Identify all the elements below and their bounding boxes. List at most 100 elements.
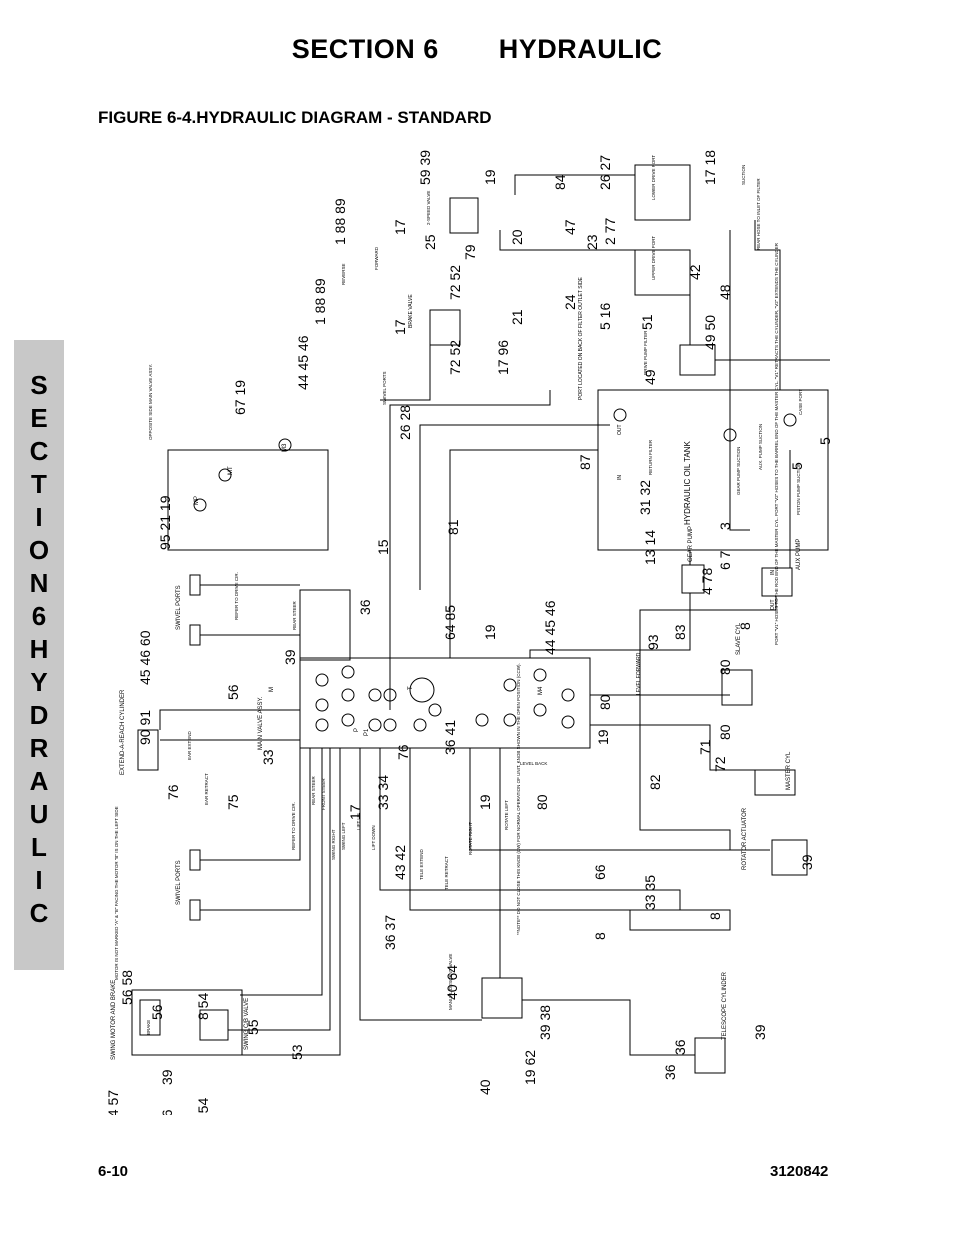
callout-number: 36 37 (382, 915, 398, 950)
callout-number: 39 (159, 1069, 175, 1085)
diagram-label-manual-descent-valve: MANUAL DESCENT VALVE (448, 954, 453, 1010)
callout-number: 26 28 (397, 405, 413, 440)
port-fitting (723, 428, 737, 442)
callout-number: 72 52 (447, 265, 463, 300)
two-speed-valve-body (449, 197, 479, 234)
callout-number: 47 (562, 219, 578, 235)
gear-pump-body (681, 564, 705, 594)
callout-number: 5 (789, 462, 805, 470)
diagram-label-tele-extend: TELE EXTEND (419, 848, 424, 880)
side-tab-letter: T (31, 469, 47, 499)
diagram-label-rear-hose: REAR HOSE TO INLET OF FILTER (756, 178, 761, 250)
diagram-label-m3: M3 (282, 443, 288, 452)
diagram-label-piston-pump-suction: PISTON PUMP SUCTION (796, 463, 801, 515)
side-tab-letter: I (35, 865, 43, 895)
section-subject: HYDRAULIC (498, 34, 663, 64)
callout-number: 19 62 (522, 1050, 538, 1085)
diagram-label-master-note: PORT "V1" HOSES TO THE ROD END OF THE MA… (774, 242, 779, 645)
hydraulic-line (379, 748, 681, 910)
port-fitting (503, 678, 517, 692)
callout-number: 26 27 (597, 155, 613, 190)
port-fitting (561, 688, 575, 702)
side-tab-letter: E (30, 403, 48, 433)
diagram-label-return-filter: RETURN FILTER (648, 439, 653, 475)
diagram-label-two-speed-valve: 2-SPEED VALVE (426, 191, 431, 225)
port-fitting (341, 688, 355, 702)
diagram-label-refer-drive-1: REFER TO DRIVE CIR. (234, 572, 239, 620)
callout-number: 56 58 (119, 970, 135, 1005)
callout-number: 39 (799, 854, 815, 870)
port-fitting (533, 668, 547, 682)
callout-number: 82 (647, 774, 663, 790)
port-fitting (368, 688, 382, 702)
diagram-label-swing-right: SWING RIGHT (331, 829, 336, 860)
hydraulic-line (409, 748, 630, 911)
callout-number: 36 41 (442, 720, 458, 755)
swing-cb-valve-body (199, 1009, 229, 1041)
callout-number: 5 16 (597, 303, 613, 330)
port-fitting (561, 715, 575, 729)
diagram-label-swivel-ports-1: SWIVEL PORTS (176, 585, 182, 630)
callout-number: 17 (347, 804, 363, 820)
callout-number: 17 (392, 219, 408, 235)
swivel-port (189, 624, 201, 646)
callout-number: 19 (482, 169, 498, 185)
port-fitting (341, 713, 355, 727)
side-tab-letter: 6 (31, 601, 47, 631)
callout-number: 40 64 (444, 965, 460, 1000)
callout-number: 59 39 (417, 150, 433, 185)
callout-number: 49 (642, 369, 658, 385)
callout-number: 87 (577, 454, 593, 470)
port-fitting (413, 718, 427, 732)
diagram-label-refer-drive-2: REFER TO DRIVE CIR. (291, 802, 296, 850)
diagram-label-lift-up: LIFT UP (356, 813, 361, 830)
diagram-label-t: T (408, 686, 414, 690)
hydraulic-line (729, 230, 750, 531)
diagram-label-front-steer: FRONT STEER (321, 778, 326, 810)
callout-number: 4 78 (699, 568, 715, 595)
callout-number: 39 (752, 1024, 768, 1040)
hydraulic-line (159, 709, 300, 730)
callout-number: 79 (462, 244, 478, 260)
callout-number: 72 (712, 756, 728, 772)
callout-number: 17 96 (495, 340, 511, 375)
hydraulic-line (754, 220, 781, 390)
hydraulic-line (469, 748, 770, 851)
diagram-label-hydraulic-oil-tank: HYDRAULIC OIL TANK (683, 440, 692, 525)
swivel-port (189, 899, 201, 921)
diagram-label-out-1: OUT (617, 424, 623, 435)
callout-number: 15 (375, 539, 391, 555)
diagram-label-gear-pump: GEAR PUMP (688, 526, 694, 562)
port-fitting (383, 718, 397, 732)
callout-number: 49 50 (702, 315, 718, 350)
callout-number: 33 (260, 749, 276, 765)
side-tab-letter: O (28, 535, 50, 565)
diagram-label-upper-drive-port: UPPER DRIVE PORT (651, 236, 656, 280)
callout-number: 40 (477, 1079, 493, 1095)
oil-tank-outline (597, 389, 829, 551)
hydraulic-line (389, 390, 551, 710)
callout-number: 81 (445, 519, 461, 535)
callout-number: 17 18 (702, 150, 718, 185)
port-fitting (315, 673, 329, 687)
callout-number: 17 (392, 319, 408, 335)
diagram-label-brake-valve: BRAKE VALVE (408, 294, 414, 328)
hydraulic-line (529, 593, 691, 658)
hydraulic-line (380, 345, 431, 401)
callout-number: 1 88 89 (312, 278, 328, 325)
diagram-label-motor-note: MOTOR IS NOT MARKED "A" & "B" FACING THE… (114, 806, 119, 980)
callout-number: 36 (672, 1039, 688, 1055)
diagram-label-tele-retract: TELE RETRACT (444, 856, 449, 890)
side-tab-letter: C (29, 898, 49, 928)
diagram-label-opposite-side: OPPOSITE SIDE MAIN VALVE ASSY. (148, 364, 153, 440)
diagram-label-slave-cyl: SLAVE CYL (736, 622, 742, 655)
callout-number: 39 (282, 649, 298, 665)
diagram-label-rotate-left: ROTATE LEFT (504, 800, 509, 830)
diagram-label-swivel-ports-3: SWIVEL PORTS (382, 371, 387, 405)
hydraulic-line (522, 999, 695, 1056)
callout-number: 13 14 (642, 530, 658, 565)
side-tab-letter: D (29, 700, 49, 730)
